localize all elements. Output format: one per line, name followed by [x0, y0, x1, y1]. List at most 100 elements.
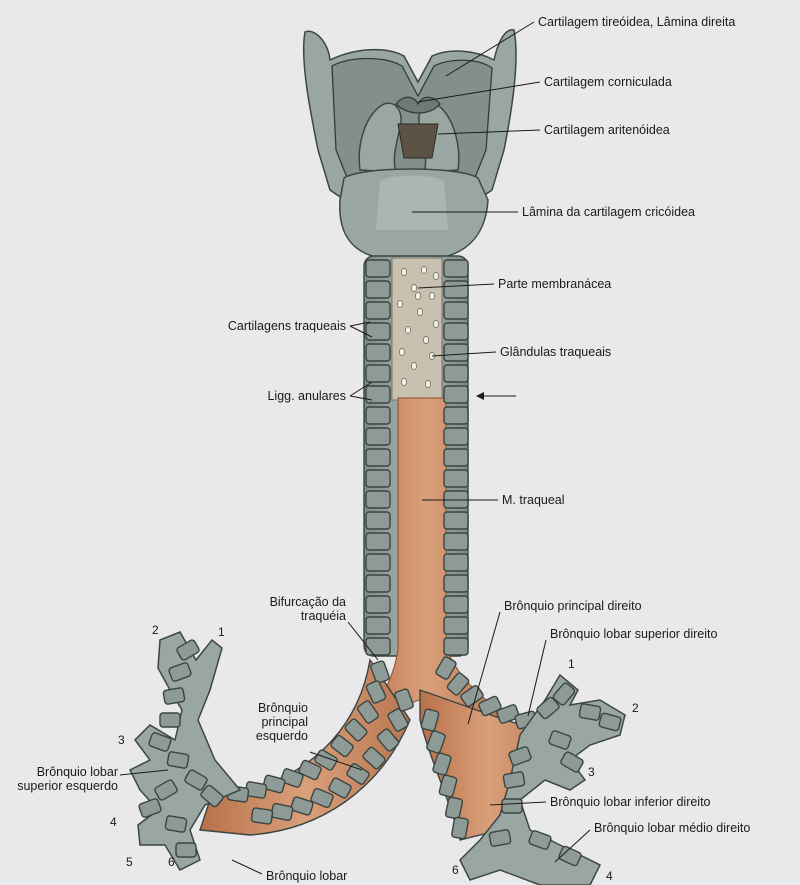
label-bronquio-lobar-bottom: Brônquio lobar [266, 869, 347, 883]
bronchial-ring [370, 660, 390, 684]
segment-number-left-5: 5 [126, 855, 133, 869]
tracheal-ring [443, 364, 469, 383]
tracheal-gland [401, 378, 407, 386]
tracheal-ring [365, 616, 391, 635]
tracheal-ring [365, 301, 391, 320]
tracheal-gland [433, 320, 439, 328]
pars-membranacea [391, 257, 443, 401]
tracheal-gland [399, 348, 405, 356]
tracheal-gland [411, 362, 417, 370]
tracheal-ring [443, 343, 469, 362]
tracheal-ring [443, 553, 469, 572]
bronchial-ring [250, 807, 274, 825]
labels: Cartilagem tireóidea, Lâmina direita Car… [17, 15, 750, 883]
tracheal-gland [415, 292, 421, 300]
bronchial-ring [200, 784, 224, 808]
bronchial-ring [578, 703, 602, 721]
bronchial-ring [184, 769, 208, 791]
bronchial-ring [420, 708, 440, 732]
bronchial-ring [330, 734, 354, 758]
bronchial-ring [501, 798, 523, 814]
label-bronquio-lobar-medio-direito: Brônquio lobar médio direito [594, 821, 750, 835]
right-lobar-rings [488, 682, 622, 867]
bronchial-ring [496, 704, 520, 724]
bronchial-ring [166, 751, 190, 769]
segment-number-left-4: 4 [110, 815, 117, 829]
bronchial-ring [438, 774, 458, 798]
bronchial-ring [560, 751, 584, 773]
bronchial-ring [478, 695, 502, 717]
label-bifurcacao-2: traquéia [301, 609, 346, 623]
tracheal-ring [443, 595, 469, 614]
bronchial-ring [138, 798, 162, 818]
segment-number-right-6: 6 [452, 863, 459, 877]
bronchial-ring [558, 845, 582, 867]
label-m-traqueal: M. traqueal [502, 493, 565, 507]
bronchial-ring [357, 700, 379, 724]
tracheal-ring [365, 595, 391, 614]
tracheal-gland [405, 326, 411, 334]
label-bronquio-principal-esquerdo-3: esquerdo [256, 729, 308, 743]
label-bronquio-lobar-superior-direito: Brônquio lobar superior direito [550, 627, 718, 641]
corniculate [395, 96, 441, 114]
label-glandulas-traqueais: Glândulas traqueais [500, 345, 611, 359]
bronchial-ring [154, 779, 178, 801]
bronchial-ring [502, 771, 526, 789]
label-bronquio-principal-esquerdo-1: Brônquio [258, 701, 308, 715]
tracheal-ring [443, 427, 469, 446]
bronchial-ring [451, 816, 469, 840]
bronchial-ring [435, 656, 457, 680]
bronchial-ring [164, 815, 188, 833]
tracheal-rings-left [365, 259, 391, 656]
bronchial-ring [176, 639, 200, 661]
bronchi [128, 631, 626, 885]
segment-number-left-3: 3 [118, 733, 125, 747]
tracheal-gland [421, 266, 427, 274]
tracheal-ring [443, 301, 469, 320]
label-cartilagem-corniculada: Cartilagem corniculada [544, 75, 672, 89]
label-bronquio-lobar-superior-esquerdo-1: Brônquio lobar [37, 765, 118, 779]
tracheal-ring [365, 259, 391, 278]
label-bronquio-lobar-superior-esquerdo-2: superior esquerdo [17, 779, 118, 793]
bronchial-ring [598, 712, 622, 732]
bronchial-ring [162, 687, 186, 705]
tracheal-ring [365, 469, 391, 488]
arytenoid-left [358, 102, 402, 173]
bronchial-ring [362, 746, 386, 770]
bronchial-ring [168, 662, 192, 682]
label-ligg-anulares: Ligg. anulares [267, 389, 346, 403]
trachea [351, 255, 501, 761]
bronchial-ring [426, 730, 446, 754]
tracheal-glands [397, 266, 439, 388]
leader-lines [119, 21, 591, 875]
tracheal-ring [365, 511, 391, 530]
bronchial-ring [346, 763, 370, 785]
tracheal-ring [443, 259, 469, 278]
tracheal-rings-right [443, 259, 469, 656]
glottis-gap [397, 123, 439, 159]
tracheal-ring [365, 448, 391, 467]
tracheal-ring [443, 637, 469, 656]
tracheal-gland [417, 308, 423, 316]
segment-number-left-6: 6 [168, 855, 175, 869]
bronchial-ring [262, 774, 286, 794]
bronchial-ring [536, 696, 560, 720]
bronchial-ring [508, 746, 532, 766]
tracheal-gland [397, 300, 403, 308]
bronchial-ring [446, 672, 470, 696]
tracheal-gland [429, 292, 435, 300]
bronchial-ring [290, 796, 314, 816]
bronchial-ring [432, 752, 452, 776]
label-bronquio-principal-esquerdo-2: principal [261, 715, 308, 729]
tracheal-ring [443, 448, 469, 467]
label-lamina-cricoidea: Lâmina da cartilagem cricóidea [522, 205, 695, 219]
tracheal-gland [401, 268, 407, 276]
tracheal-gland [433, 272, 439, 280]
segment-number-right-3: 3 [588, 765, 595, 779]
bronchial-ring [328, 777, 352, 799]
tracheal-ring [365, 364, 391, 383]
segment-number-right-4: 4 [606, 869, 613, 883]
tracheal-ring [365, 343, 391, 362]
tracheal-ring [443, 574, 469, 593]
